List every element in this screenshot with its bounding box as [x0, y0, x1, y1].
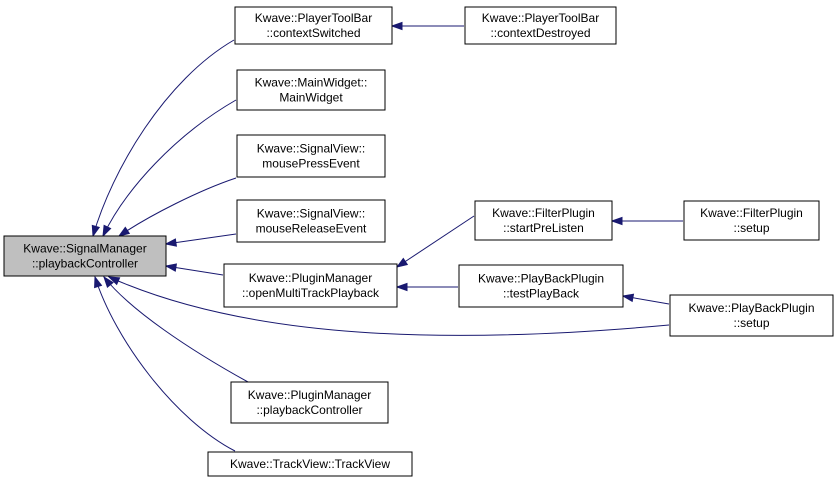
- node-signal-manager-playback[interactable]: Kwave::SignalManager::playbackController: [3, 235, 167, 277]
- node-box[interactable]: [236, 69, 386, 111]
- node-label-line: ::playbackController: [32, 257, 138, 271]
- edge-fp_start_prelisten-to-pm_open_multi: [395, 215, 475, 268]
- node-label-line: Kwave::PluginManager: [248, 388, 371, 402]
- arrowhead: [103, 275, 114, 288]
- node-label-line: Kwave::PlayBackPlugin: [478, 272, 604, 286]
- node-pbp-test-playback[interactable]: Kwave::PlayBackPlugin::testPlayBack: [458, 264, 624, 308]
- node-label-line: Kwave::PlayBackPlugin: [688, 301, 814, 315]
- node-label-line: ::playbackController: [256, 403, 362, 417]
- node-fp-setup[interactable]: Kwave::FilterPlugin::setup: [683, 200, 820, 241]
- arrowhead: [94, 275, 103, 289]
- edge-line: [94, 276, 236, 452]
- node-label-line: ::setup: [733, 221, 769, 235]
- arrowhead: [395, 282, 408, 292]
- edge-line: [92, 39, 235, 237]
- node-box[interactable]: [223, 263, 398, 308]
- edge-line: [108, 276, 670, 336]
- node-sv-mouse-press[interactable]: Kwave::SignalView::mousePressEvent: [236, 134, 386, 178]
- node-label-line: Kwave::SignalView::: [257, 207, 366, 221]
- node-label-line: Kwave::MainWidget::: [255, 76, 368, 90]
- edge-fp_setup-to-fp_start_prelisten: [610, 216, 683, 226]
- edge-pbp_test_playback-to-pm_open_multi: [395, 282, 458, 292]
- node-sv-mouse-release[interactable]: Kwave::SignalView::mouseReleaseEvent: [236, 199, 386, 243]
- node-box[interactable]: [3, 235, 167, 277]
- node-label-line: mousePressEvent: [262, 157, 360, 171]
- nodes-layer: Kwave::SignalManager::playbackController…: [3, 6, 834, 477]
- node-label-line: Kwave::PlayerToolBar: [482, 11, 599, 25]
- arrowhead: [621, 293, 635, 303]
- edge-sv_mouse_press-to-signal_manager_playback: [117, 177, 237, 237]
- arrowhead: [164, 263, 178, 272]
- node-label-line: ::openMultiTrackPlayback: [242, 286, 380, 300]
- node-ptb-context-switched[interactable]: Kwave::PlayerToolBar::contextSwitched: [234, 6, 393, 45]
- arrowhead: [164, 238, 177, 247]
- arrowhead: [390, 21, 403, 31]
- node-label-line: Kwave::PluginManager: [249, 271, 372, 285]
- edge-pm_open_multi-to-signal_manager_playback: [164, 263, 224, 276]
- node-box[interactable]: [234, 6, 393, 45]
- node-box[interactable]: [464, 6, 617, 45]
- node-box[interactable]: [236, 134, 386, 178]
- arrowhead: [117, 226, 131, 237]
- edge-line: [102, 99, 237, 237]
- edge-ptb_context_switched-to-signal_manager_playback: [91, 39, 235, 238]
- node-label-line: ::setup: [733, 316, 769, 330]
- node-label-line: Kwave::PlayerToolBar: [255, 11, 372, 25]
- edge-line: [103, 276, 249, 383]
- node-main-widget[interactable]: Kwave::MainWidget::MainWidget: [236, 69, 386, 111]
- edge-line: [396, 215, 475, 268]
- arrowhead: [91, 224, 101, 238]
- node-label-line: Kwave::FilterPlugin: [492, 206, 595, 220]
- node-box[interactable]: [207, 451, 413, 477]
- node-box[interactable]: [669, 294, 834, 337]
- node-fp-start-prelisten[interactable]: Kwave::FilterPlugin::startPreListen: [474, 200, 613, 241]
- edge-pm_playback_controller-to-signal_manager_playback: [103, 275, 249, 383]
- edge-tv_trackview-to-signal_manager_playback: [94, 275, 236, 452]
- node-box[interactable]: [230, 381, 389, 424]
- arrowhead: [610, 216, 623, 226]
- edge-line: [118, 177, 237, 237]
- node-label-line: ::testPlayBack: [503, 287, 580, 301]
- node-box[interactable]: [683, 200, 820, 241]
- node-tv-trackview[interactable]: Kwave::TrackView::TrackView: [207, 451, 413, 477]
- edge-line: [165, 233, 237, 245]
- arrowhead: [102, 224, 112, 238]
- node-label-line: mouseReleaseEvent: [256, 222, 367, 236]
- node-label-line: Kwave::TrackView::TrackView: [230, 457, 390, 471]
- edge-ptb_context_destroyed-to-ptb_context_switched: [390, 21, 464, 31]
- node-label-line: Kwave::FilterPlugin: [700, 206, 803, 220]
- edges-layer: [91, 21, 683, 452]
- edge-main_widget-to-signal_manager_playback: [102, 99, 237, 238]
- arrowhead: [395, 257, 409, 268]
- arrowhead: [107, 276, 121, 286]
- node-box[interactable]: [474, 200, 613, 241]
- node-label-line: Kwave::SignalView::: [257, 142, 366, 156]
- node-label-line: ::startPreListen: [503, 221, 584, 235]
- edge-sv_mouse_release-to-signal_manager_playback: [164, 233, 237, 247]
- node-label-line: ::contextDestroyed: [490, 26, 590, 40]
- node-box[interactable]: [458, 264, 624, 308]
- node-pm-open-multi[interactable]: Kwave::PluginManager::openMultiTrackPlay…: [223, 263, 398, 308]
- node-ptb-context-destroyed[interactable]: Kwave::PlayerToolBar::contextDestroyed: [464, 6, 617, 45]
- node-label-line: Kwave::SignalManager: [23, 242, 146, 256]
- node-label-line: ::contextSwitched: [266, 26, 360, 40]
- node-label-line: MainWidget: [279, 91, 343, 105]
- node-pm-playback-controller[interactable]: Kwave::PluginManager::playbackController: [230, 381, 389, 424]
- edge-pbp_setup-to-pbp_test_playback: [621, 293, 670, 305]
- node-box[interactable]: [236, 199, 386, 243]
- node-pbp-setup[interactable]: Kwave::PlayBackPlugin::setup: [669, 294, 834, 337]
- edge-pbp_setup-to-signal_manager_playback: [107, 276, 670, 336]
